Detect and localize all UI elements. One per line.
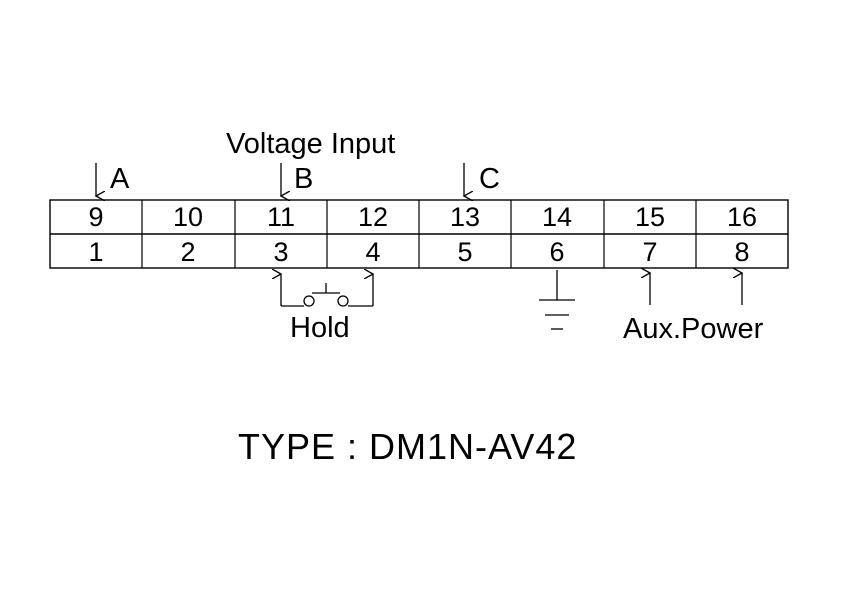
aux-power-label: Aux.Power [623, 313, 764, 345]
terminal-7: 7 [642, 237, 657, 267]
voltage-input-label: Voltage Input [226, 128, 395, 160]
hold-switch [281, 274, 373, 307]
terminal-12: 12 [358, 202, 388, 232]
phase-b-label: B [294, 163, 313, 195]
phase-a-label: A [110, 163, 130, 195]
terminal-14: 14 [542, 202, 572, 232]
terminal-4: 4 [365, 237, 380, 267]
hold-label: Hold [290, 312, 350, 344]
terminal-3: 3 [273, 237, 288, 267]
ground-icon [539, 270, 575, 330]
terminal-11: 11 [267, 202, 295, 232]
terminal-9: 9 [88, 202, 103, 232]
terminal-6: 6 [549, 237, 564, 267]
model-type-label: TYPE : DM1N-AV42 [238, 426, 577, 467]
terminal-5: 5 [457, 237, 472, 267]
terminal-10: 10 [173, 202, 203, 232]
terminal-13: 13 [450, 202, 480, 232]
terminal-1: 1 [88, 237, 103, 267]
terminal-2: 2 [180, 237, 195, 267]
terminal-16: 16 [727, 202, 757, 232]
terminal-15: 15 [635, 202, 665, 232]
phase-c-label: C [479, 163, 500, 195]
terminal-block: 9 10 11 12 13 14 15 16 1 2 3 4 5 6 7 8 [49, 199, 789, 269]
terminal-8: 8 [734, 237, 749, 267]
